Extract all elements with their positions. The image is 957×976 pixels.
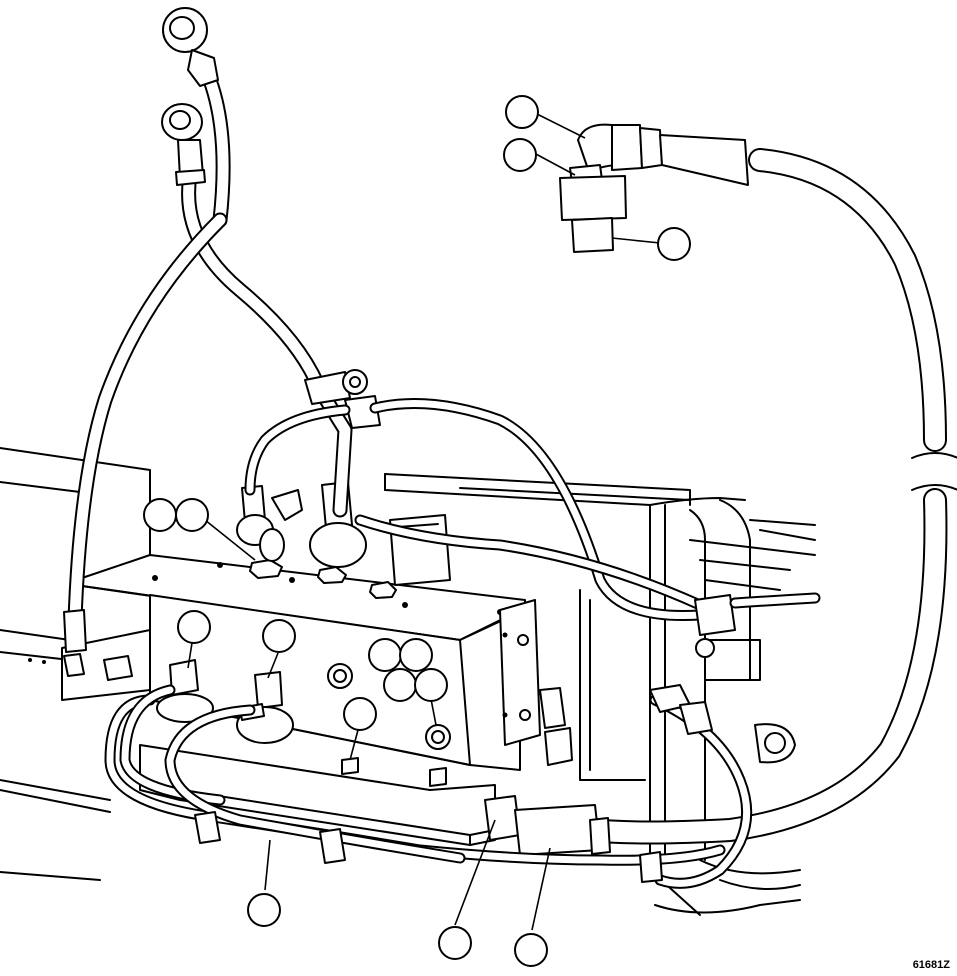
callout-bubble bbox=[505, 95, 539, 129]
callout-bubble bbox=[399, 638, 433, 672]
callout-bubble bbox=[503, 138, 537, 172]
callout-bubbles bbox=[143, 95, 691, 967]
lower-hose-bundle bbox=[104, 592, 821, 889]
return-hose-right bbox=[514, 123, 957, 856]
callout-bubble bbox=[175, 498, 209, 532]
callout-leaders bbox=[187, 113, 661, 931]
callout-bubble bbox=[143, 498, 177, 532]
callout-bubble bbox=[383, 668, 417, 702]
callout-bubble bbox=[343, 697, 377, 731]
valve-housing bbox=[384, 473, 816, 916]
callout-bubble bbox=[438, 926, 472, 960]
hose-clamp bbox=[244, 369, 706, 622]
callout-bubble bbox=[514, 933, 548, 967]
pressure-hose-left bbox=[63, 7, 353, 653]
figure-number: 61681Z bbox=[913, 959, 951, 971]
callout-bubble bbox=[414, 668, 448, 702]
callout-bubble bbox=[247, 893, 281, 927]
callout-bubble bbox=[177, 610, 211, 644]
valve-block bbox=[61, 481, 573, 846]
callout-bubble bbox=[368, 638, 402, 672]
callout-bubble bbox=[657, 227, 691, 261]
callout-bubble bbox=[262, 619, 296, 653]
